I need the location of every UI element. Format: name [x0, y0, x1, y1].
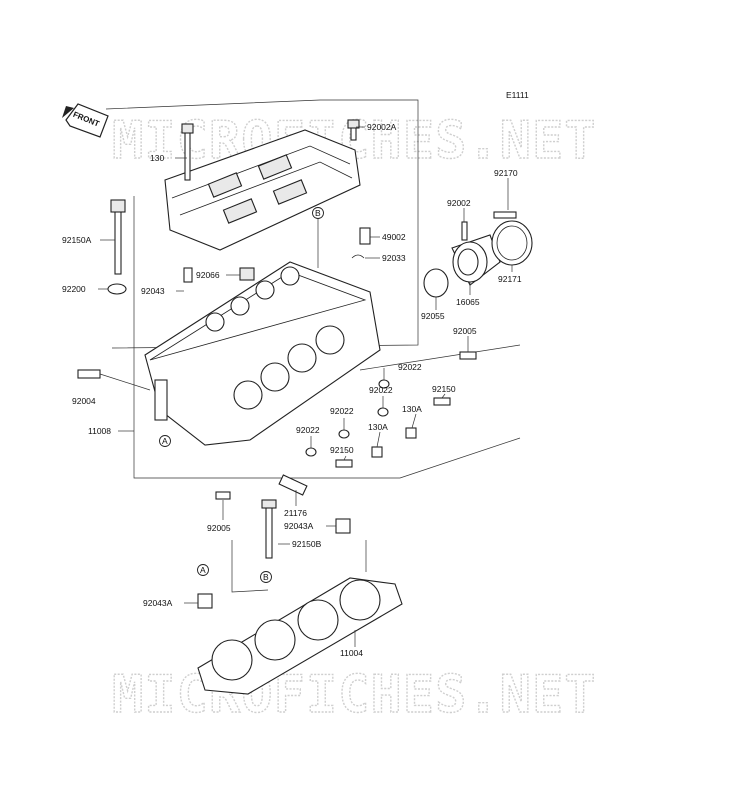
- part-label: 92022: [369, 385, 393, 395]
- part-label: 92043A: [284, 521, 314, 531]
- part-label: 16065: [456, 297, 480, 307]
- part-label: 92150A: [62, 235, 92, 245]
- part-label: 92004: [72, 396, 96, 406]
- part-label: 92002: [447, 198, 471, 208]
- part-label: 92043A: [143, 598, 173, 608]
- part-label: 92043: [141, 286, 165, 296]
- bolts: [77, 119, 477, 609]
- part-label: 130A: [368, 422, 388, 432]
- part-label: 92005: [453, 326, 477, 336]
- part-label: 92005: [207, 523, 231, 533]
- watermark-bottom: MICROFICHES.NET: [112, 665, 597, 725]
- svg-text:A: A: [200, 565, 206, 575]
- svg-text:A: A: [162, 436, 168, 446]
- part-label: 11004: [340, 648, 363, 658]
- part-label: 92171: [498, 274, 522, 284]
- part-label: 21176: [284, 508, 307, 518]
- part-label: 49002: [382, 232, 406, 242]
- ref-marker-b-low: B: [260, 571, 272, 583]
- diagram-code: E1111: [506, 90, 529, 100]
- svg-text:B: B: [315, 208, 321, 218]
- front-arrow-icon: FRONT: [62, 103, 109, 138]
- ref-marker-b-top: B: [312, 207, 324, 219]
- head-gasket: [197, 577, 403, 695]
- part-label: 92150B: [292, 539, 322, 549]
- part-label: 92022: [330, 406, 354, 416]
- part-label: 11008: [88, 426, 111, 436]
- part-label: 92002A: [367, 122, 397, 132]
- leader-lines: [98, 126, 513, 647]
- part-label: 92033: [382, 253, 406, 263]
- part-label: 130A: [402, 404, 422, 414]
- cylinder-head: [144, 261, 381, 446]
- part-label: 92022: [296, 425, 320, 435]
- intake-parts: [423, 211, 533, 298]
- part-label: 92150: [330, 445, 354, 455]
- ref-marker-a-head: A: [159, 435, 171, 447]
- part-label: 92200: [62, 284, 86, 294]
- part-label: 92170: [494, 168, 518, 178]
- cylinder-head-cover: [164, 129, 361, 251]
- svg-text:B: B: [263, 572, 269, 582]
- part-label: 130: [150, 153, 164, 163]
- part-label: 92055: [421, 311, 445, 321]
- ref-marker-a-low: A: [197, 564, 209, 576]
- part-label: 92150: [432, 384, 456, 394]
- part-labels: 92002A 130 92150A 92200 92004 11008 9206…: [62, 122, 522, 658]
- part-label: 92022: [398, 362, 422, 372]
- part-label: 92066: [196, 270, 220, 280]
